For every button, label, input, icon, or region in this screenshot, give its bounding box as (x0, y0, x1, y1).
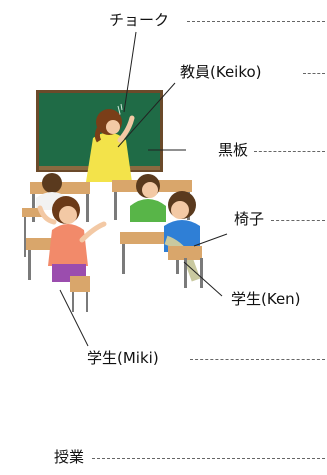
label-chalk: チョーク (109, 11, 170, 29)
dash-blackboard (254, 151, 325, 152)
leader-teacher (117, 82, 176, 148)
miki-group (22, 196, 107, 312)
dash-student-miki (190, 359, 325, 360)
leader-lines (59, 31, 228, 347)
label-student-miki: 学生(Miki) (87, 349, 159, 367)
label-chair: 椅子 (234, 210, 265, 228)
leader-chalk (123, 31, 137, 113)
dash-lesson (92, 458, 325, 459)
dash-chair (271, 220, 325, 221)
label-student-ken: 学生(Ken) (231, 290, 301, 308)
ken-group (120, 191, 203, 288)
dash-chalk (187, 21, 325, 22)
leader-chair (193, 233, 228, 247)
leader-miki (59, 289, 89, 347)
dash-teacher (303, 73, 325, 74)
label-lesson: 授業 (54, 448, 85, 466)
label-teacher: 教員(Keiko) (180, 63, 262, 81)
label-blackboard: 黒板 (218, 141, 249, 159)
leader-ken (183, 261, 223, 297)
